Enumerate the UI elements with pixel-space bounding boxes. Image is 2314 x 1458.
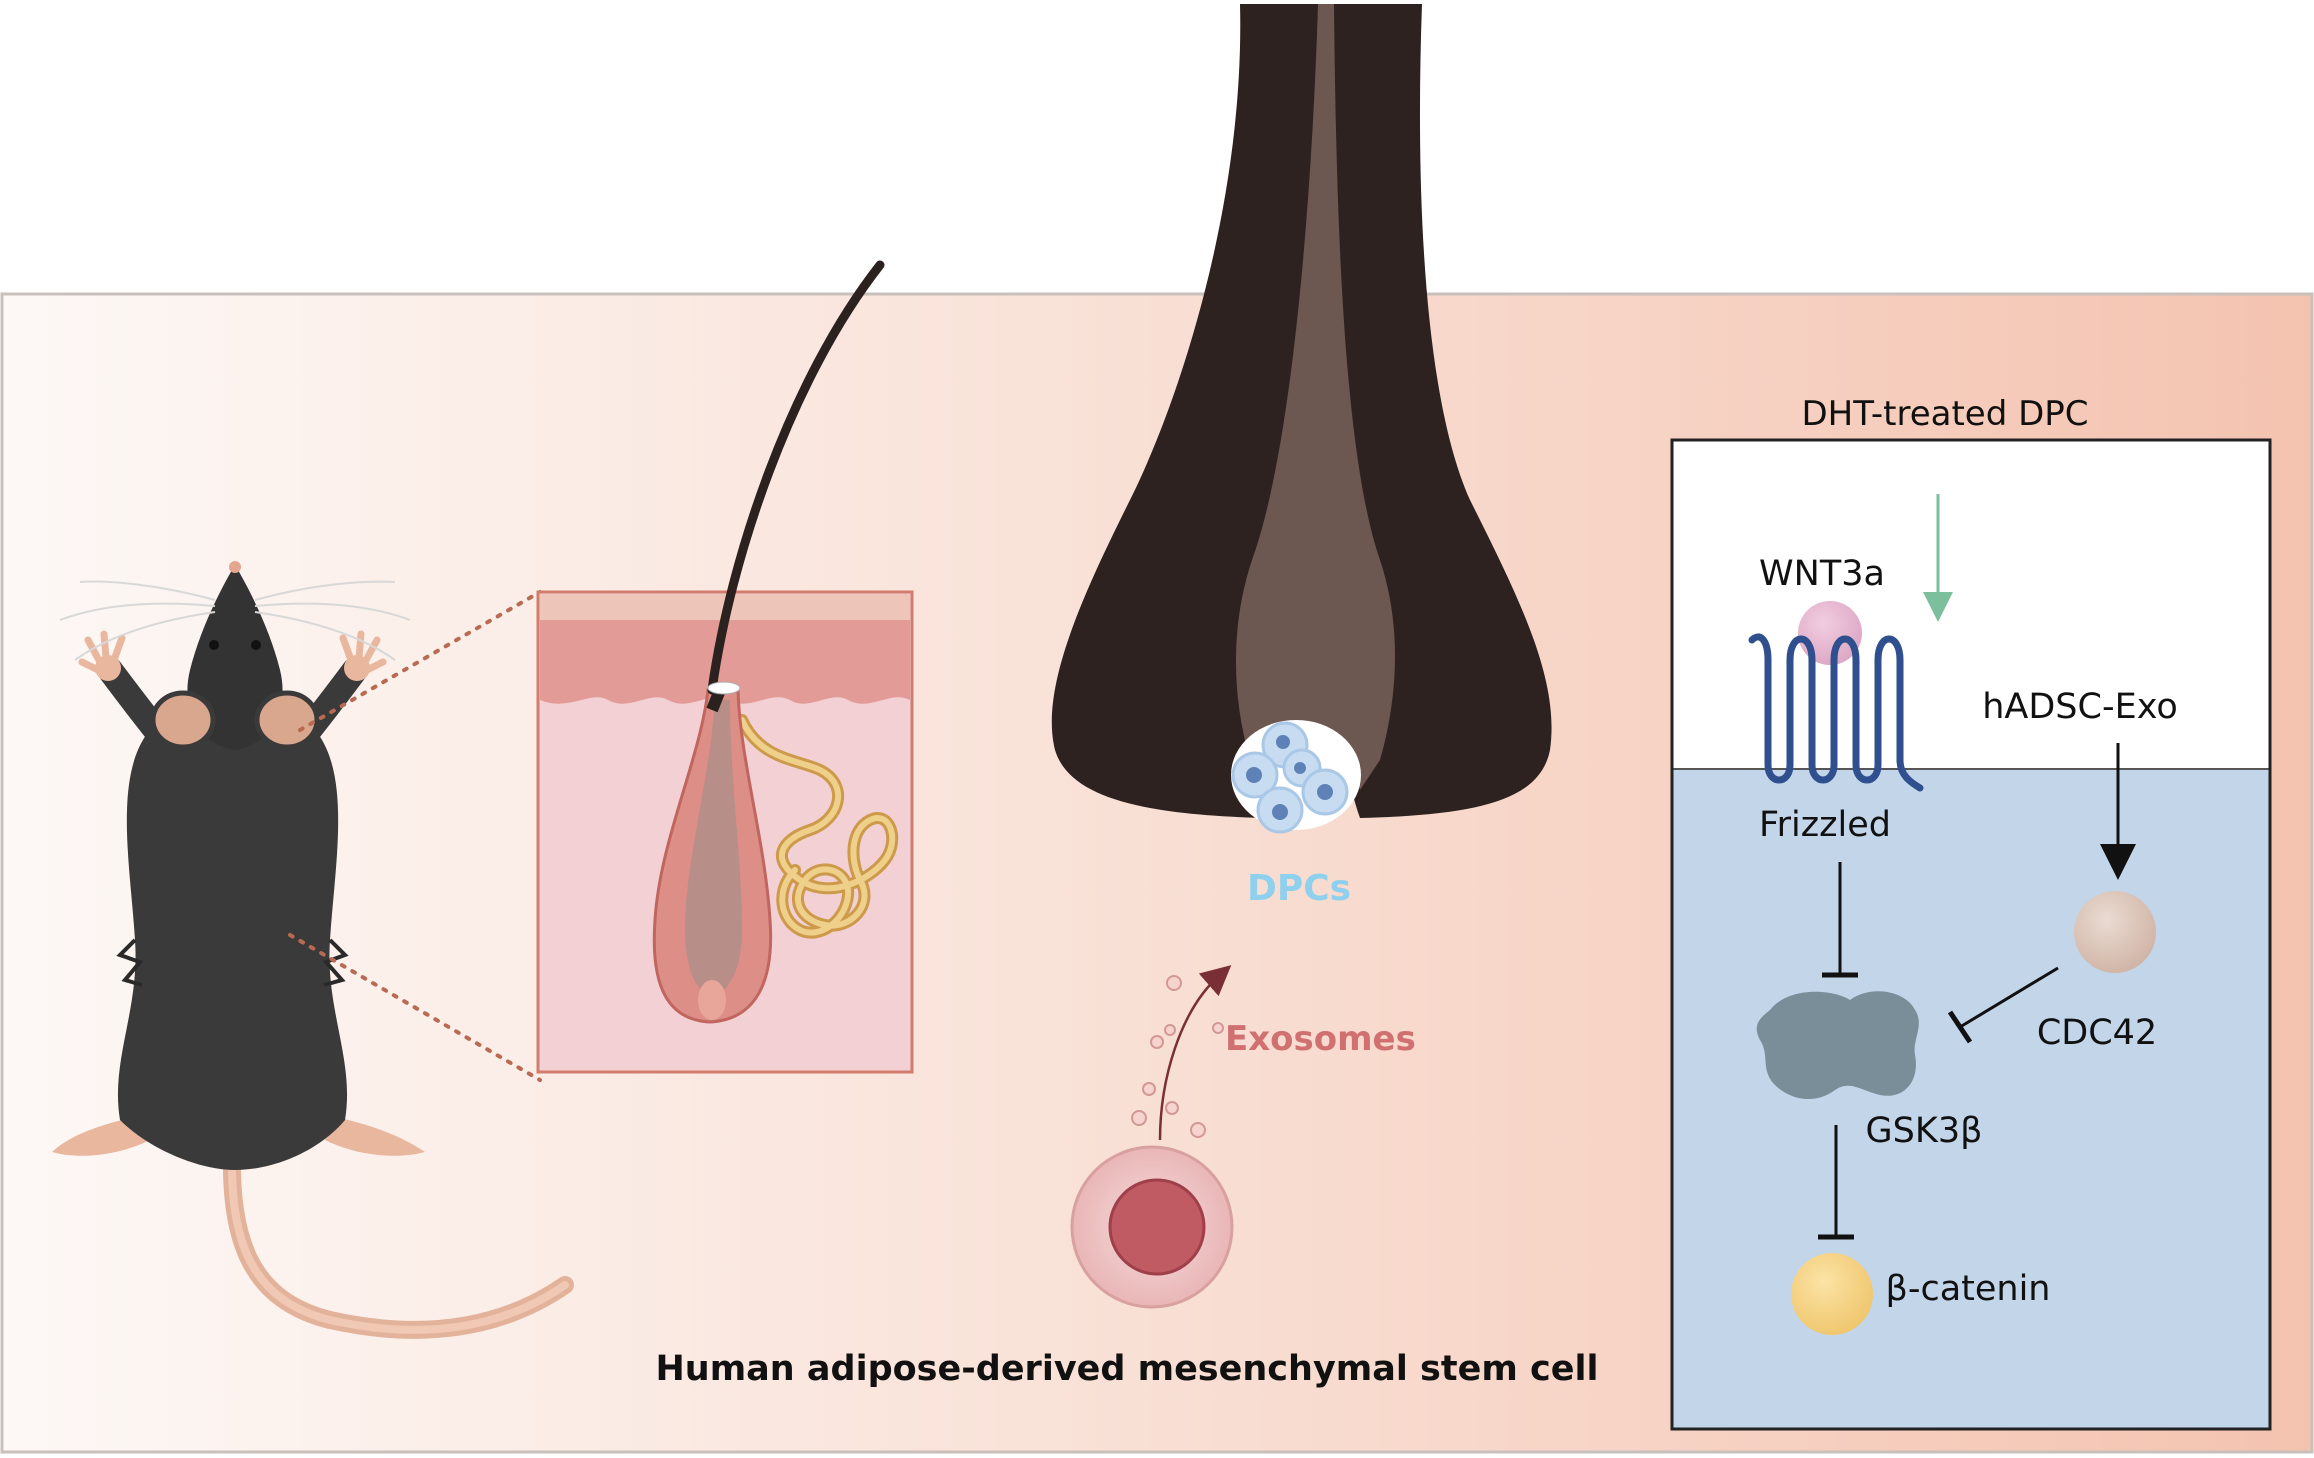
cdc42-label: CDC42 <box>2037 1013 2157 1053</box>
cdc42-inhibits-gsk3b <box>1947 966 2059 1044</box>
frizzled-receptor <box>1748 633 1924 792</box>
exosome-release-arrow <box>1158 965 1232 1141</box>
beta-catenin-label: β-catenin <box>1885 1269 2050 1309</box>
dpc-cluster-icon <box>1231 721 1349 834</box>
exosomes-label: Exosomes <box>1225 1019 1416 1059</box>
beta-catenin-protein <box>1791 1253 1873 1335</box>
frizzled-label: Frizzled <box>1759 805 1891 845</box>
cdc42-protein <box>2074 891 2156 973</box>
gsk3b-label: GSK3β <box>1866 1111 1983 1151</box>
wnt3a-label: WNT3a <box>1759 554 1885 594</box>
exosome-particles <box>1131 975 1224 1138</box>
frizzled-inhibits-gsk3b <box>1822 862 1858 978</box>
zoom-line-bottom <box>288 933 542 1082</box>
gsk3b-inhibits-beta-catenin <box>1818 1125 1854 1240</box>
dpcs-label: DPCs <box>1247 868 1351 909</box>
hair-follicle-icon <box>1051 4 1552 834</box>
skin-section-icon <box>536 260 914 1074</box>
stem-cell-caption: Human adipose-derived mesenchymal stem c… <box>656 1349 1599 1389</box>
stem-cell-icon <box>1070 1145 1234 1309</box>
dht-panel-title: DHT-treated DPC <box>1801 394 2088 434</box>
gsk3b-protein <box>1756 991 1919 1100</box>
mouse-illustration <box>52 561 574 1339</box>
hadsc-exo-label: hADSC-Exo <box>1982 687 2178 727</box>
dht-panel <box>1670 438 2272 1431</box>
zoom-line-top <box>298 590 542 732</box>
